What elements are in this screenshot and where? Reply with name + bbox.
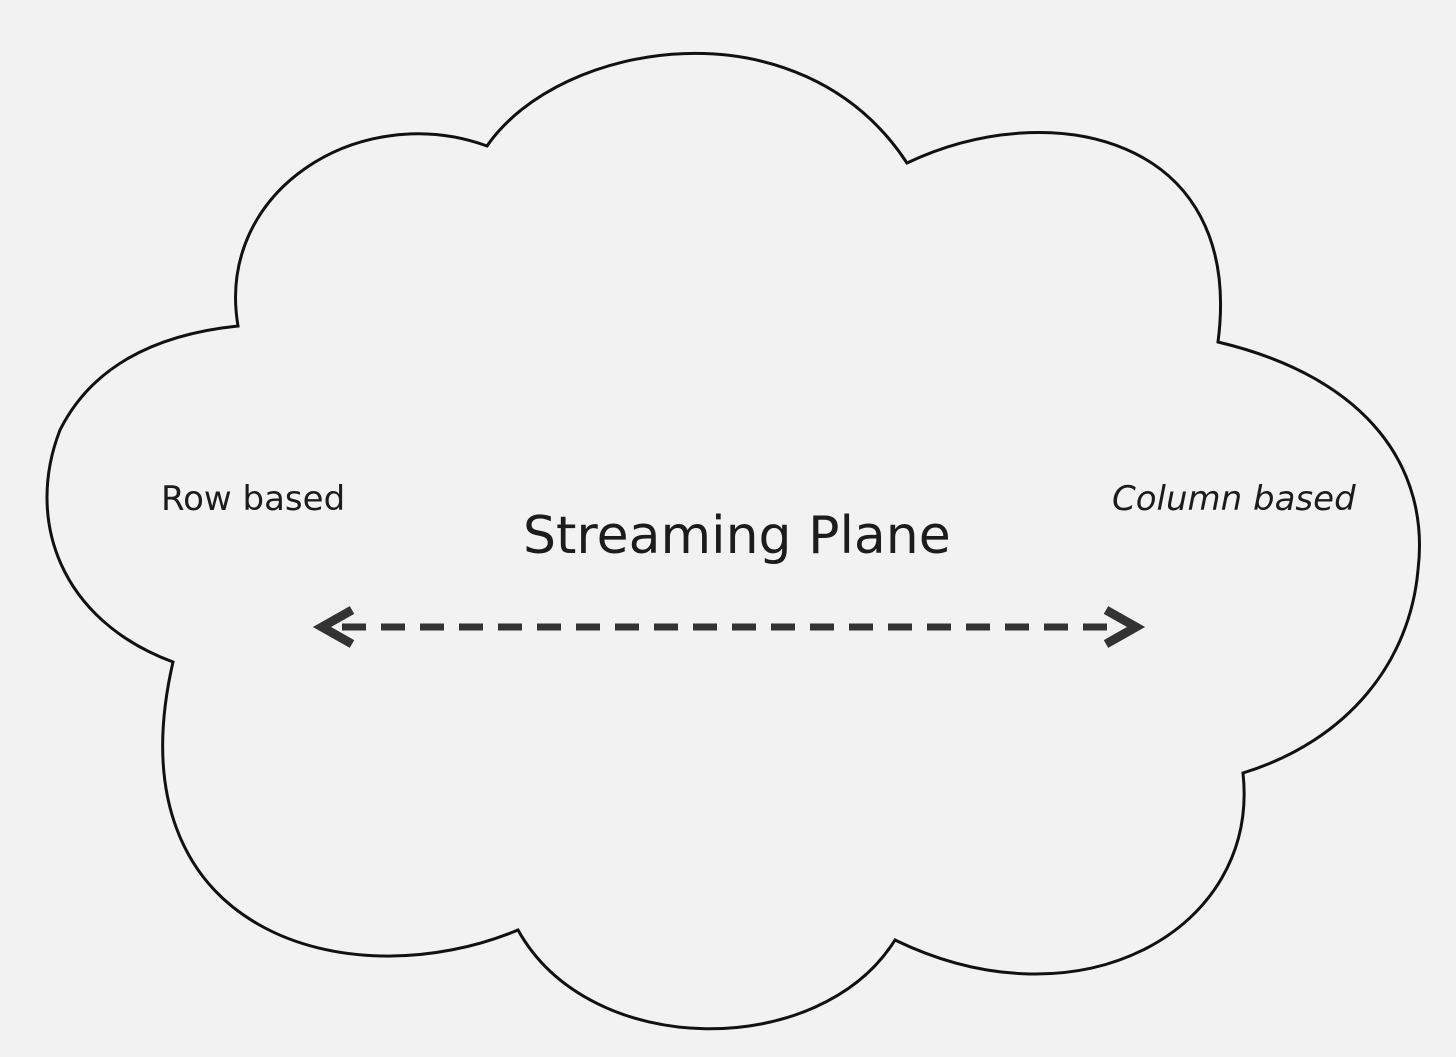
arrowhead-right-icon (1103, 606, 1146, 648)
row-based-label: Row based (161, 479, 346, 519)
arrowhead-left-icon (312, 606, 355, 648)
column-based-label: Column based (1112, 479, 1356, 519)
cloud-shape (45, 52, 1421, 1031)
streaming-plane-title: Streaming Plane (523, 506, 951, 566)
